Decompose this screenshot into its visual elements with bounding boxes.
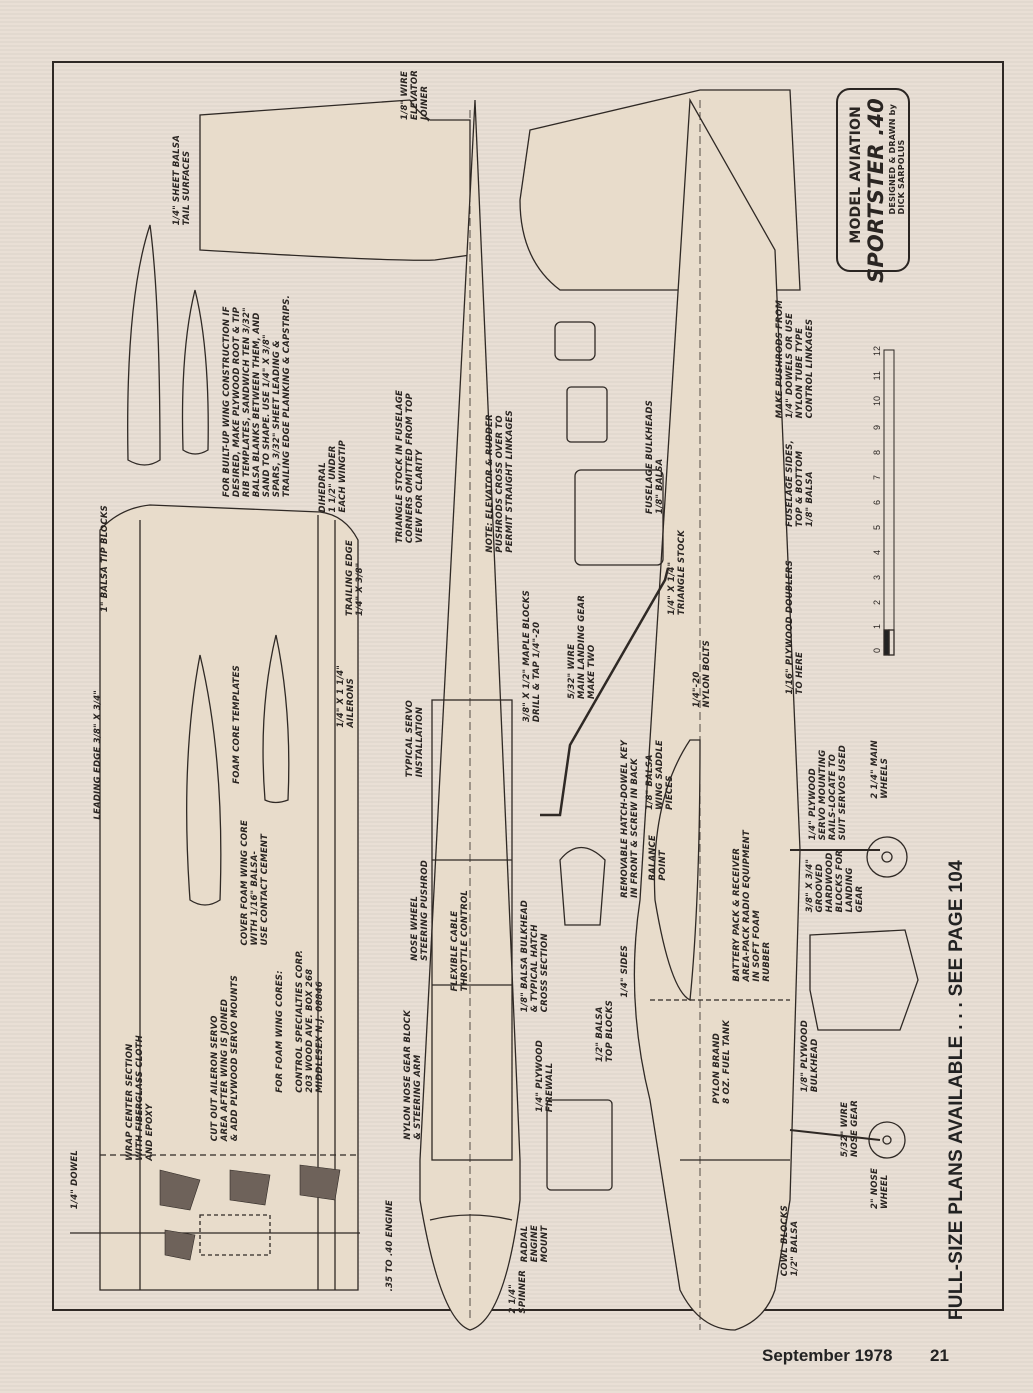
scale-tick-label: 8	[872, 450, 882, 456]
firewall	[546, 1099, 613, 1191]
annotation-built-up-wing: FOR BUILT-UP WING CONSTRUCTION IF DESIRE…	[222, 295, 292, 498]
annotation-tail-surfaces: 1/4" SHEET BALSA TAIL SURFACES	[172, 135, 192, 226]
annotation-balance-point: BALANCE POINT	[648, 835, 668, 881]
nose-gear-strut	[789, 1129, 881, 1141]
annotation-removable-hatch: REMOVABLE HATCH-DOWEL KEY IN FRONT & SCR…	[620, 740, 640, 898]
bulkhead-3	[574, 469, 664, 566]
scale-tick-label: 11	[872, 371, 882, 381]
annotation-tip-blocks: 1" BALSA TIP BLOCKS	[100, 505, 110, 613]
annotation-plywood-doublers: 1/16" PLYWOOD DOUBLERS TO HERE	[785, 560, 805, 695]
annotation-main-wheels: 2 1/4" MAIN WHEELS	[870, 740, 890, 799]
annotation-nose-gear-block: NYLON NOSE GEAR BLOCK & STEERING ARM	[403, 1010, 423, 1140]
annotation-pushrods: MAKE PUSHRODS FROM 1/4" DOWELS OR USE NY…	[775, 300, 815, 419]
scale-tick-label: 2	[872, 600, 882, 606]
scale-tick-label: 9	[872, 425, 882, 431]
title-publication: MODEL AVIATION	[848, 106, 864, 244]
annotation-fuselage-bulkheads: FUSELAGE BULKHEADS 1/8" BALSA	[645, 400, 665, 515]
title-block: MODEL AVIATION SPORTSTER .40 DESIGNED & …	[836, 88, 910, 283]
annotation-cowl-blocks: COWL BLOCKS 1/2" BALSA	[780, 1205, 800, 1277]
annotation-wing-saddle: 1/8" BALSA WING SADDLE PIECES	[645, 740, 675, 810]
annotation-servo-installation: TYPICAL SERVO INSTALLATION	[405, 700, 425, 778]
annotation-aileron-servo: CUT OUT AILERON SERVO AREA AFTER WING IS…	[210, 975, 240, 1142]
annotation-top-blocks: 1/2" BALSA TOP BLOCKS	[595, 1000, 615, 1062]
bulkhead-2	[566, 386, 608, 443]
rib-templates	[127, 224, 209, 466]
main-wheel	[866, 836, 908, 878]
annotation-nose-gear: 5/32" WIRE NOSE GEAR	[840, 1100, 860, 1157]
hatch-cross-section	[559, 846, 606, 926]
scale-tick-label: 7	[872, 475, 882, 481]
fuselage-top-view	[419, 99, 521, 1331]
annotation-foam-supplier: FOR FOAM WING CORES: CONTROL SPECIALTIES…	[275, 950, 325, 1093]
annotation-maple-blocks: 3/8" X 1/2" MAPLE BLOCKS DRILL & TAP 1/4…	[522, 590, 542, 723]
annotation-firewall: 1/4" PLYWOOD FIREWALL	[535, 1040, 555, 1113]
annotation-pushrod-note: NOTE: ELEVATOR & RUDDER PUSHRODS CROSS O…	[485, 410, 515, 553]
annotation-nose-wheel: 2" NOSE WHEEL	[870, 1168, 890, 1209]
annotation-fuel-tank: PYLON BRAND 8 OZ. FUEL TANK	[712, 1020, 732, 1104]
plan-border	[52, 61, 1004, 1311]
scale-tick-label: 10	[872, 396, 882, 407]
annotation-fuselage-sides: FUSELAGE SIDES, TOP & BOTTOM 1/8" BALSA	[785, 440, 815, 527]
annotation-sides: 1/4" SIDES	[620, 945, 630, 998]
annotation-cover-foam: COVER FOAM WING CORE WITH 1/16" BALSA- U…	[240, 820, 270, 946]
annotation-engine: .35 TO .40 ENGINE	[385, 1200, 395, 1292]
annotation-elevator-joiner: 1/8" WIRE ELEVATOR JOINER	[400, 70, 430, 120]
issue-date: September 1978	[762, 1346, 893, 1365]
title-designer: DESIGNED & DRAWN by DICK SARPOLUS	[888, 104, 906, 215]
fuselage-side-view	[633, 97, 801, 1331]
annotation-hatch-section: 1/8" BALSA BULKHEAD & TYPICAL HATCH CROS…	[520, 900, 550, 1013]
annotation-throttle-cable: FLEXIBLE CABLE THROTTLE CONTROL	[450, 890, 470, 992]
annotation-ailerons: 1/4" X 1 1/4" AILERONS	[336, 665, 356, 728]
scale-tick-label: 1	[872, 624, 882, 630]
nose-wheel	[868, 1121, 906, 1159]
annotation-main-gear: 5/32" WIRE MAIN LANDING GEAR MAKE TWO	[567, 595, 597, 699]
plywood-bulkhead	[809, 929, 919, 1031]
annotation-nylon-bolts: 1/4"-20 NYLON BOLTS	[692, 640, 712, 708]
annotation-gear-blocks: 3/8" X 3/4" GROOVED HARDWOOD BLOCKS FOR …	[805, 850, 865, 913]
annotation-leading-edge: LEADING EDGE 3/8" X 3/4"	[93, 690, 103, 820]
annotation-triangle-stock-note: TRIANGLE STOCK IN FUSELAGE CORNERS OMITT…	[395, 390, 425, 544]
scale-bar	[883, 349, 895, 656]
scale-tick-label: 6	[872, 500, 882, 506]
annotation-dihedral: DIHEDRAL 1 1/2" UNDER EACH WINGTIP	[318, 440, 348, 513]
foam-core-templates	[186, 634, 290, 906]
annotation-wrap-center: WRAP CENTER SECTION WITH FIBERGLASS CLOT…	[125, 1035, 155, 1161]
annotation-plywood-bulkhead: 1/8" PLYWOOD BULKHEAD	[800, 1020, 820, 1093]
page-number: 21	[930, 1346, 949, 1365]
title-model-name: SPORTSTER .40	[864, 98, 888, 283]
annotation-triangle-stock: 1/4" X 1/4" TRIANGLE STOCK	[667, 530, 687, 616]
wing-top-view	[70, 504, 360, 1291]
scale-tick-label: 4	[872, 550, 882, 556]
annotation-trailing-edge: TRAILING EDGE 1/4" X 3/8"	[345, 540, 365, 616]
annotation-dowel: 1/4" DOWEL	[70, 1150, 80, 1210]
annotation-engine-mount: RADIAL ENGINE MOUNT	[520, 1225, 550, 1263]
bulkhead-1	[554, 321, 596, 361]
main-gear-wire	[540, 567, 670, 817]
annotation-servo-rails: 1/4" PLYWOOD SERVO MOUNTING RAILS-LOCATE…	[808, 745, 848, 841]
stabilizer-top-view	[199, 99, 471, 261]
annotation-spinner: 2 1/4" SPINNER	[508, 1270, 528, 1314]
scale-tick-label: 3	[872, 575, 882, 581]
plans-availability-note: FULL-SIZE PLANS AVAILABLE . . . SEE PAGE…	[946, 860, 967, 1321]
scale-tick-label: 5	[872, 525, 882, 531]
annotation-battery-receiver: BATTERY PACK & RECEIVER AREA-PACK RADIO …	[732, 830, 772, 982]
scale-tick-label: 12	[872, 346, 882, 357]
scale-tick-label: 0	[872, 648, 882, 654]
annotation-foam-core-templates: FOAM CORE TEMPLATES	[232, 665, 242, 784]
annotation-steering-pushrod: NOSE WHEEL STEERING PUSHROD	[410, 860, 430, 961]
